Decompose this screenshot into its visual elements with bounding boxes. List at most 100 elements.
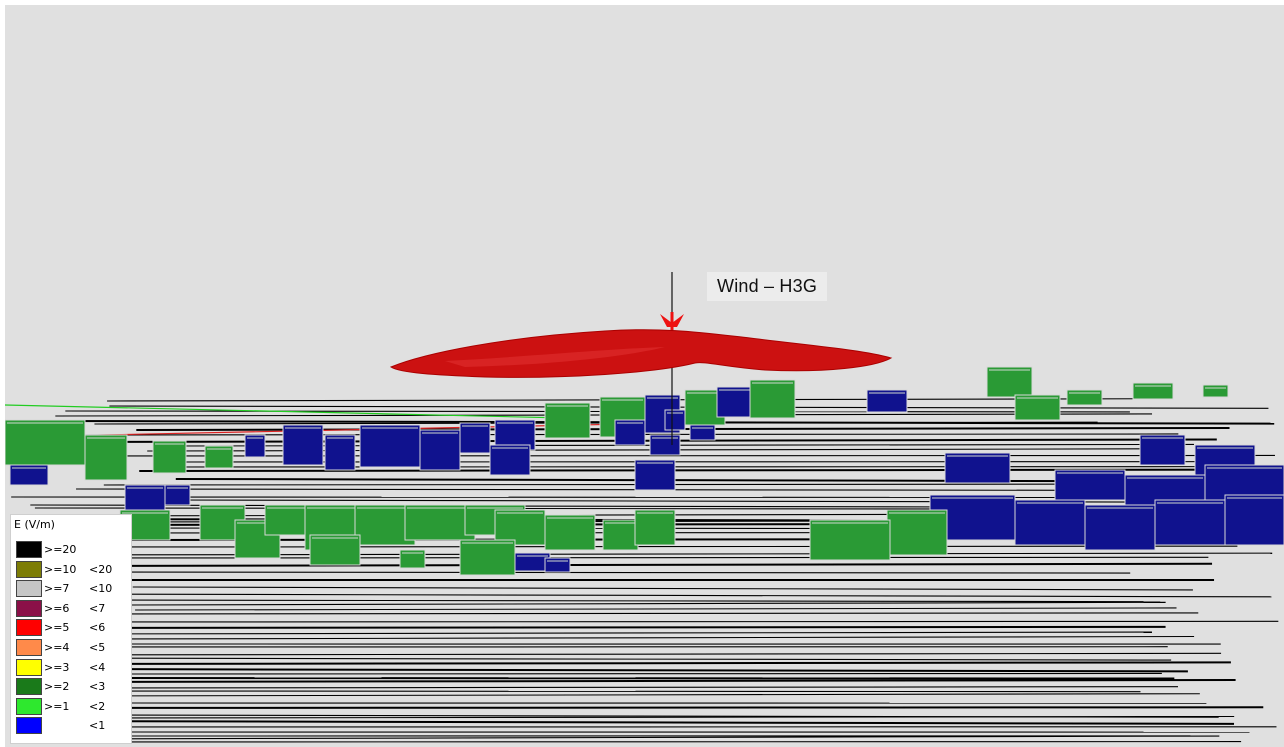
terrain-line: [11, 496, 1219, 499]
antenna-label: Wind – H3G: [707, 272, 828, 301]
building: [1132, 382, 1174, 400]
building: [5, 419, 86, 466]
terrain-line: [41, 720, 1235, 725]
building: [324, 434, 356, 471]
building: [399, 549, 426, 569]
terrain-line: [60, 599, 1161, 603]
building: [749, 379, 796, 419]
building: [634, 509, 676, 546]
terrain-line: [88, 686, 1178, 689]
building: [282, 424, 324, 466]
building: [419, 429, 461, 471]
terrain-line: [114, 635, 1195, 640]
legend-swatch: [16, 717, 42, 735]
legend-max-label: <5: [89, 641, 106, 654]
legend-item: >=7 <10: [16, 580, 128, 599]
3d-viewport[interactable]: Wind – H3G E (V/m) >=20>=10<20>=7<10>=6<…: [5, 5, 1284, 747]
antenna-marker: [660, 314, 684, 327]
legend-swatch: [16, 639, 42, 656]
terrain-line: [108, 672, 1162, 675]
terrain-line: [122, 601, 1166, 606]
terrain-line: [21, 652, 1222, 656]
legend-min-label: >=1: [44, 699, 70, 713]
terrain-line: [23, 657, 1172, 661]
terrain-line: [45, 678, 1236, 683]
terrain-lines: [11, 398, 1284, 743]
legend-item: <1: [16, 717, 128, 736]
building: [124, 484, 166, 511]
radiation-lobe-highlight: [445, 347, 665, 367]
building: [1066, 389, 1103, 406]
legend-max-label: <3: [89, 680, 106, 694]
horizon-green-line: [5, 404, 566, 419]
legend-min-label: >=20: [44, 543, 77, 556]
building: [244, 434, 266, 458]
building: [152, 440, 187, 474]
legend-max-label: <4: [89, 660, 106, 674]
building: [716, 386, 753, 418]
building: [309, 534, 361, 566]
building: [809, 519, 891, 561]
building: [204, 445, 234, 469]
legend-min-label: >=5: [44, 621, 70, 635]
legend-max-label: <7: [89, 601, 106, 615]
building: [866, 389, 908, 413]
legend-swatch: [16, 580, 42, 598]
legend-min-label: >=6: [44, 601, 70, 615]
legend-max-label: <20: [89, 562, 113, 576]
terrain-line: [40, 661, 1231, 665]
terrain-line: [96, 556, 1209, 559]
legend-max-label: <6: [89, 621, 106, 635]
terrain-line: [23, 677, 1175, 680]
building: [459, 539, 516, 576]
building: [986, 366, 1033, 398]
radiation-lobe: [389, 329, 893, 378]
terrain-line: [22, 552, 1273, 556]
legend-swatch: [16, 599, 42, 617]
legend-max-label: <2: [89, 699, 106, 713]
building: [634, 459, 676, 491]
legend-item: >=2<3: [16, 678, 128, 697]
building: [359, 424, 421, 468]
terrain-line: [132, 586, 1193, 591]
building: [1014, 499, 1086, 546]
building: [544, 402, 591, 439]
terrain-line: [84, 562, 1213, 567]
terrain-line: [63, 693, 1200, 697]
building: [544, 557, 571, 573]
building: [689, 424, 716, 441]
legend-item: >=10<20: [16, 560, 128, 580]
terrain-line: [94, 421, 1098, 425]
terrain-line: [26, 454, 1275, 457]
building: [1224, 494, 1284, 546]
legend-min-label: >=3: [44, 660, 70, 674]
legend-swatch: [16, 658, 42, 676]
field-strength-legend: E (V/m) >=20>=10<20>=7<10>=6<7>=5<6>=4<5…: [10, 514, 132, 744]
terrain-line: [34, 668, 1188, 673]
building: [886, 509, 948, 556]
terrain-line: [68, 593, 1272, 598]
building: [9, 464, 49, 486]
terrain-line: [104, 545, 1238, 548]
legend-item: >=3 <4: [16, 658, 128, 678]
building: [489, 444, 531, 476]
building: [1139, 434, 1186, 466]
building: [664, 409, 686, 431]
terrain-line: [72, 620, 1279, 623]
legend-item: >=5 <6: [16, 619, 128, 638]
terrain-line: [34, 612, 1199, 615]
terrain-line: [135, 607, 1177, 611]
building: [1014, 394, 1061, 421]
terrain-line: [79, 690, 1141, 693]
legend-item: >=6 <7: [16, 599, 128, 619]
terrain-line: [49, 735, 1220, 740]
legend-swatch: [16, 697, 42, 715]
terrain-line: [65, 410, 1130, 413]
building: [1054, 469, 1126, 501]
building: [1202, 384, 1229, 398]
building: [1084, 504, 1156, 551]
legend-item: >=1 <2: [16, 697, 128, 717]
legend-item: >=20: [16, 541, 128, 560]
legend-max-label: <10: [89, 582, 113, 596]
legend-min-label: >=7: [44, 582, 70, 596]
